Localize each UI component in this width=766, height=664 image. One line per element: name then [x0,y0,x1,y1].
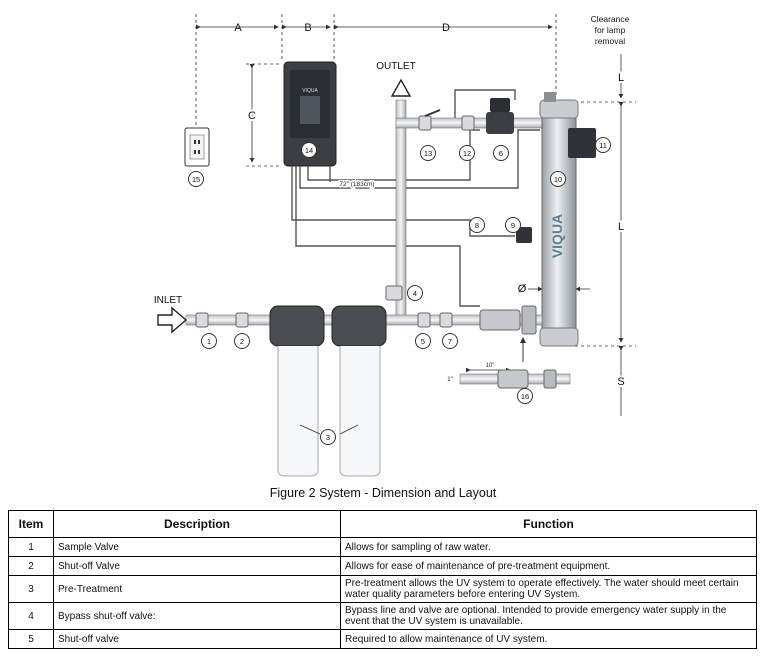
svg-text:9: 9 [511,221,515,230]
svg-text:6: 6 [499,149,503,158]
callout-14: 14 [301,142,317,158]
svg-text:11: 11 [599,141,607,150]
callout-8: 8 [469,217,485,233]
item-number: 3 [8,575,54,603]
callout-13: 13 [420,145,436,161]
svg-text:4: 4 [413,289,417,298]
svg-text:2: 2 [240,337,244,346]
dimension-labels: A B D C L L S Ø [234,22,626,390]
item-number: 5 [8,629,54,649]
dim-d-label: D [442,22,450,34]
clearance-note: Clearance for lamp removal [591,14,630,46]
item-function: Pre-treatment allows the UV system to op… [340,575,757,603]
dim-s-label: S [617,376,624,388]
item-number: 1 [8,537,54,557]
callout-10: 10 [550,171,566,187]
callout-7: 7 [442,333,458,349]
table-row: 4 Bypass shut-off valve: Bypass line and… [8,602,757,630]
header-item: Item [8,510,54,538]
header-description: Description [53,510,341,538]
svg-text:12: 12 [463,149,471,158]
table-row: 1 Sample Valve Allows for sampling of ra… [8,537,757,557]
svg-text:15: 15 [192,175,200,184]
dim-a-label: A [234,22,242,34]
cables [291,89,540,307]
cable-length-label: 72" (183cm) [339,181,374,188]
controller-brand: VIQUA [302,88,318,94]
header-function: Function [340,510,757,538]
callouts: 1 2 3 4 5 6 7 8 9 10 11 12 13 14 15 16 [188,137,611,445]
dim-b-label: B [304,22,311,34]
controller-unit: VIQUA [283,61,337,167]
callout-11: 11 [595,137,611,153]
item-description: Sample Valve [53,537,341,557]
svg-text:7: 7 [448,337,452,346]
item-function: Required to allow maintenance of UV syst… [340,629,757,649]
wall-outlet [184,127,210,167]
callout-15: 15 [188,171,204,187]
system-layout-diagram: A B D C L L S Ø Clearance for lamp remov… [154,14,636,477]
callout-9: 9 [505,217,521,233]
svg-text:13: 13 [424,149,432,158]
pipe-1in-label: 1" [447,377,452,383]
item-number: 2 [8,556,54,576]
callout-5: 5 [415,333,431,349]
clearance-line-1: Clearance [591,14,630,24]
dim-l-label: L [618,221,624,233]
clearance-line-3: removal [595,36,625,46]
callout-3: 3 [320,429,336,445]
uv-chamber: VIQUA [516,92,596,347]
length-10in-label: 10" [486,363,495,369]
uv-chamber-brand: VIQUA [549,214,565,258]
table-row: 5 Shut-off valve Required to allow maint… [8,629,757,649]
svg-text:5: 5 [421,337,425,346]
dim-diameter-label: Ø [518,283,527,295]
svg-text:3: 3 [326,433,330,442]
outlet-arrow [390,78,412,97]
item-description: Bypass shut-off valve: [53,602,341,630]
item-description: Shut-off valve [53,629,341,649]
flow-sensor [459,337,571,389]
callout-4: 4 [407,285,423,301]
inlet-label: INLET [154,295,182,306]
callout-12: 12 [459,145,475,161]
outlet-piping [395,98,545,319]
item-description: Shut-off Valve [53,556,341,576]
figure-caption: Figure 2 System - Dimension and Layout [269,486,497,500]
svg-text:8: 8 [475,221,479,230]
inlet-arrow [157,306,188,334]
table-row: 3 Pre-Treatment Pre-treatment allows the… [8,575,757,603]
outlet-label: OUTLET [376,61,415,72]
dimension-lines [195,14,636,416]
svg-text:16: 16 [521,392,529,401]
callout-2: 2 [234,333,250,349]
dim-c-label: C [248,110,256,122]
items-table: Item Description Function 1 Sample Valve… [8,510,757,649]
svg-text:14: 14 [305,146,313,155]
table-header-row: Item Description Function [8,510,757,538]
svg-text:10: 10 [554,175,562,184]
item-description: Pre-Treatment [53,575,341,603]
item-function: Allows for ease of maintenance of pre-tr… [340,556,757,576]
item-function: Allows for sampling of raw water. [340,537,757,557]
item-function: Bypass line and valve are optional. Inte… [340,602,757,630]
callout-1: 1 [201,333,217,349]
callout-6: 6 [493,145,509,161]
dim-l-top-label: L [618,72,624,84]
pre-treatment-filters [269,305,387,477]
callout-16: 16 [517,388,533,404]
svg-text:1: 1 [207,337,211,346]
clearance-line-2: for lamp [595,25,626,35]
item-number: 4 [8,602,54,630]
table-row: 2 Shut-off Valve Allows for ease of main… [8,556,757,576]
